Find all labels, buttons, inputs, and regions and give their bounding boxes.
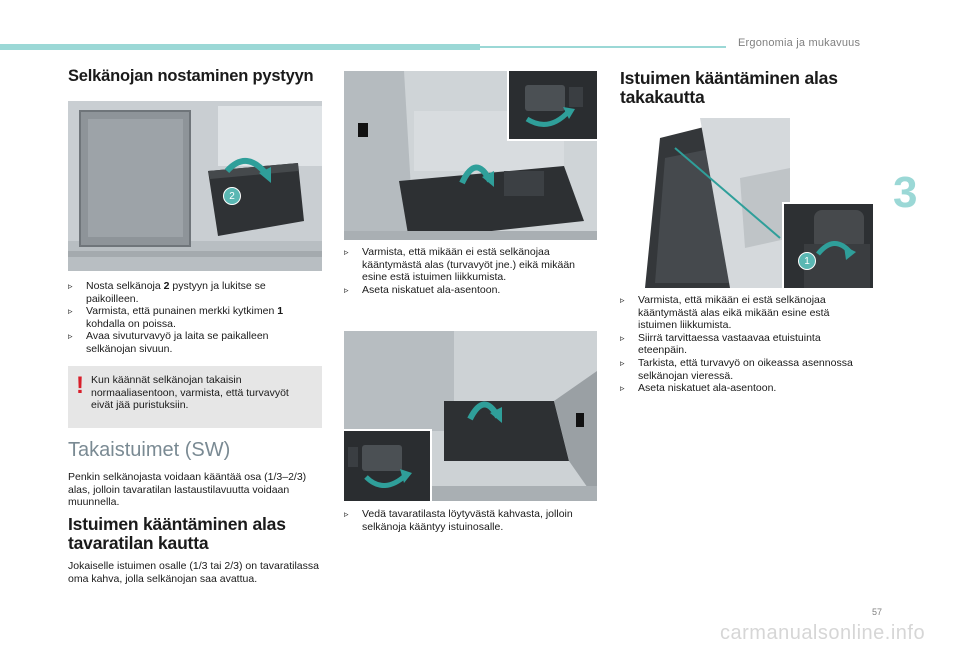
inset-seat-closeup: 1 xyxy=(782,202,873,288)
bullet-marker-icon: ▹ xyxy=(620,295,625,305)
bullet-marker-icon: ▹ xyxy=(620,332,625,343)
callout-number-badge: 1 xyxy=(798,252,816,270)
bullet-marker-icon: ▹ xyxy=(620,357,625,368)
list-item: ▹Aseta niskatuet ala-asentoon. xyxy=(620,382,777,395)
bullet-marker-icon: ▹ xyxy=(620,383,625,394)
list-item: ▹Varmista, että mikään ei estä selkänoja… xyxy=(344,246,576,284)
watermark: carmanualsonline.info xyxy=(720,622,926,644)
warning-text: Kun käännät selkänojan takaisin normaali… xyxy=(91,374,289,412)
inset-lever-closeup xyxy=(344,429,432,501)
section-title-rear-seats: Takaistuimet (SW) xyxy=(68,439,231,461)
section-title-raise-backrest: Selkänojan nostaminen pystyyn xyxy=(68,67,314,85)
illustration-backrest-raise: 2 xyxy=(68,101,322,271)
list-item: ▹Nosta selkänoja 2 pystyyn ja lukitse se… xyxy=(68,280,266,305)
illustration-trunk-lever-bottom xyxy=(344,331,597,501)
chapter-title: Ergonomia ja mukavuus xyxy=(738,37,861,49)
bullet-list-rear: ▹Varmista, että mikään ei estä selkänoja… xyxy=(620,294,864,395)
header-accent-line xyxy=(480,46,726,48)
list-item: ▹Tarkista, että turvavyö on oikeassa ase… xyxy=(620,356,853,382)
bullet-list-raise: ▹Nosta selkänoja 2 pystyyn ja lukitse se… xyxy=(68,280,320,356)
list-item: ▹Vedä tavaratilasta löytyvästä kahvasta,… xyxy=(344,508,573,533)
list-item: ▹Siirrä tarvittaessa vastaavaa etuistuin… xyxy=(620,331,821,357)
bullet-marker-icon: ▹ xyxy=(68,281,73,291)
section-title-fold-from-trunk: Istuimen kääntäminen alas tavaratilan ka… xyxy=(68,514,286,553)
page-number: 57 xyxy=(872,607,883,617)
header-accent-bar xyxy=(0,44,480,50)
bullet-marker-icon: ▹ xyxy=(344,509,349,519)
bullet-marker-icon: ▹ xyxy=(344,247,349,257)
section-title-fold-from-rear: Istuimen kääntäminen alas takakautta xyxy=(620,68,838,107)
rotate-arrow-icon xyxy=(467,401,502,423)
bullet-marker-icon: ▹ xyxy=(344,284,349,295)
rear-seats-intro: Penkin selkänojasta voidaan kääntää osa … xyxy=(68,471,307,509)
illustration-rear-seat-fold: 1 xyxy=(620,118,873,288)
list-item: ▹Avaa sivuturvavyö ja laita se paikallee… xyxy=(68,330,269,355)
bullet-list-pull: ▹Vedä tavaratilasta löytyvästä kahvasta,… xyxy=(344,508,596,533)
warning-box: ! Kun käännät selkänojan takaisin normaa… xyxy=(68,366,322,428)
bullet-marker-icon: ▹ xyxy=(68,306,73,317)
lever-marker xyxy=(358,123,368,137)
callout-number-badge: 2 xyxy=(223,187,241,205)
inset-lever-closeup xyxy=(507,71,597,141)
bullet-list-prepare: ▹Varmista, että mikään ei estä selkänoja… xyxy=(344,246,596,296)
warning-exclamation-icon: ! xyxy=(76,372,84,399)
rotate-arrow-icon xyxy=(459,164,494,187)
list-item: ▹Varmista, että mikään ei estä selkänoja… xyxy=(620,294,830,332)
list-item: ▹Varmista, että punainen merkki kytkimen… xyxy=(68,305,284,330)
bullet-marker-icon: ▹ xyxy=(68,331,73,342)
rotate-arrow-icon xyxy=(224,158,271,183)
list-item: ▹Aseta niskatuet ala-asentoon. xyxy=(344,283,501,296)
illustration-trunk-lever-top xyxy=(344,71,597,240)
chapter-number: 3 xyxy=(893,168,918,217)
fold-from-trunk-text: Jokaiselle istuimen osalle (1/3 tai 2/3)… xyxy=(68,560,319,585)
